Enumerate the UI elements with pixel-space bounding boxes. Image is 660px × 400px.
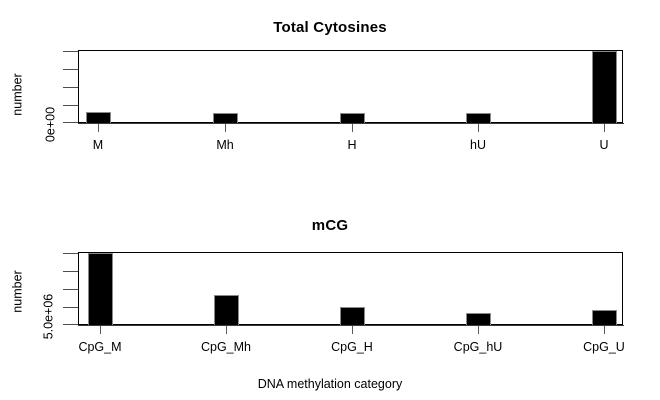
y-axis-title-top: number <box>10 73 25 116</box>
bar-top-h <box>340 113 365 123</box>
x-tick-top-mh <box>225 124 226 132</box>
y-tick-top-2 <box>63 105 78 106</box>
x-axis-line-top <box>78 123 624 124</box>
x-tick-top-hu <box>478 124 479 132</box>
bar-bottom-cpg-h <box>340 307 365 325</box>
y-tick-bottom-2 <box>63 307 78 308</box>
bar-top-hu <box>466 113 491 123</box>
panel-title-total-cytosines: Total Cytosines <box>273 19 387 36</box>
plot-box-top <box>78 50 623 123</box>
y-tick-top-5 <box>63 51 78 52</box>
bar-bottom-cpg-u <box>592 310 617 325</box>
x-tick-label-bottom-cpg-mh: CpG_Mh <box>200 340 252 354</box>
x-tick-label-bottom-cpg-hu: CpG_hU <box>453 340 503 354</box>
x-axis-line-bottom <box>78 325 624 326</box>
bar-top-m <box>86 112 111 123</box>
bar-bottom-cpg-mh <box>214 295 239 325</box>
bar-bottom-cpg-m <box>88 253 113 325</box>
x-tick-bottom-cpg-h <box>352 326 353 334</box>
x-axis-title: DNA methylation category <box>257 377 403 391</box>
x-tick-label-bottom-cpg-u: CpG_U <box>583 340 625 354</box>
y-tick-top-1 <box>63 122 78 123</box>
x-tick-label-bottom-cpg-h: CpG_H <box>331 340 373 354</box>
x-tick-bottom-cpg-hu <box>478 326 479 334</box>
y-tick-top-4 <box>63 69 78 70</box>
y-tick-bottom-5 <box>63 253 78 254</box>
x-tick-top-h <box>352 124 353 132</box>
x-tick-top-u <box>604 124 605 132</box>
x-tick-label-top-m: M <box>92 138 104 152</box>
bar-top-u <box>592 51 617 123</box>
y-tick-bottom-3 <box>63 289 78 290</box>
x-tick-bottom-cpg-u <box>604 326 605 334</box>
panel-total-cytosines: Total Cytosines number 0e+00 M Mh H hU <box>0 0 660 190</box>
x-tick-label-top-hu: hU <box>470 138 486 152</box>
x-tick-bottom-cpg-m <box>100 326 101 334</box>
bar-bottom-cpg-hu <box>466 313 491 325</box>
y-tick-label-bottom: 5.0e+06 <box>41 293 56 340</box>
x-tick-label-top-u: U <box>599 138 609 152</box>
panel-mcg: mCG number 5.0e+06 CpG_M CpG_Mh CpG_H Cp… <box>0 200 660 400</box>
y-tick-label-top: 0e+00 <box>43 106 58 143</box>
x-tick-label-top-mh: Mh <box>216 138 234 152</box>
y-axis-title-bottom: number <box>10 270 25 313</box>
panel-title-mcg: mCG <box>311 217 349 234</box>
x-tick-label-top-h: H <box>347 138 357 152</box>
y-tick-bottom-4 <box>63 271 78 272</box>
bar-top-mh <box>213 113 238 123</box>
y-tick-top-3 <box>63 87 78 88</box>
x-tick-label-bottom-cpg-m: CpG_M <box>78 340 122 354</box>
y-tick-bottom-1 <box>63 324 78 325</box>
x-tick-bottom-cpg-mh <box>226 326 227 334</box>
x-tick-top-m <box>98 124 99 132</box>
